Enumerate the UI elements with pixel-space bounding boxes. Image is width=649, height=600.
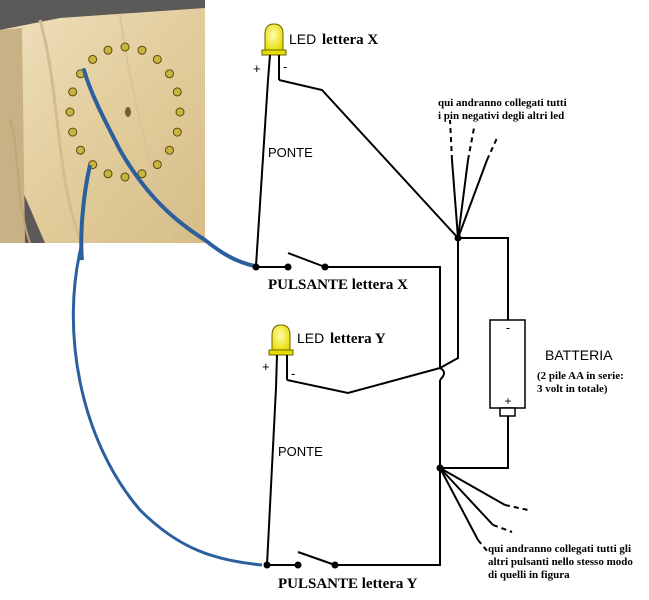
led-x-minus: - (283, 59, 287, 74)
led-x (261, 23, 287, 81)
battery: - + (489, 319, 526, 417)
led-y (268, 324, 294, 389)
photo-led-bulb (120, 42, 130, 52)
batteria-label: BATTERIA (545, 347, 613, 363)
junction-dots (252, 234, 462, 569)
photo-led-bulb (68, 127, 78, 137)
note-pulsanti-line3: di quelli in figura (488, 569, 570, 581)
photo-led-bulb (120, 172, 130, 182)
pulsante-x-label: PULSANTE lettera X (268, 277, 408, 293)
note-negativi-line1: qui andranno collegati tutti (438, 97, 567, 109)
ponte-y-label: PONTE (278, 444, 323, 459)
note-negativi-line2: i pin negativi degli altri led (438, 110, 564, 122)
led-y-plus: + (262, 359, 270, 374)
led-ring (65, 42, 185, 182)
blue-wire-bottom (71, 242, 263, 567)
circuit-wires (255, 79, 509, 566)
led-y-prefix: LED (297, 330, 324, 346)
battery-plus-label: + (504, 394, 511, 408)
dashed-extensions (449, 119, 529, 553)
photo-led-bulb (152, 160, 162, 170)
blue-wire-top (82, 68, 257, 268)
photo-led-bulb (152, 54, 162, 64)
photo-led-bulb (68, 87, 78, 97)
photo-led-bulb (172, 127, 182, 137)
photo-led-bulb (65, 107, 75, 117)
photo-led-bulb (165, 69, 174, 79)
blue-wire-photo (79, 164, 92, 261)
photo-led-bulb (88, 54, 98, 64)
led-x-plus: + (253, 61, 261, 76)
photo-led-bulb (175, 107, 185, 117)
photo-led-bulb (165, 145, 174, 155)
photo-led-bulb (76, 145, 85, 155)
photo-led-bulb (172, 87, 182, 97)
pulsante-y-label: PULSANTE lettera Y (278, 576, 418, 592)
ponte-x-label: PONTE (268, 145, 313, 160)
photo-led-bulb (103, 169, 113, 179)
photo-led-bulb (137, 45, 147, 55)
photo-led-bulb (137, 169, 147, 179)
led-y-name: lettera Y (330, 331, 386, 347)
photo-led-bulb (103, 45, 113, 55)
batteria-note-line1: (2 pile AA in serie: (537, 370, 624, 382)
batteria-note-line2: 3 volt in totale) (537, 383, 608, 395)
led-x-name: lettera X (322, 32, 378, 48)
led-y-minus: - (291, 366, 295, 381)
note-pulsanti-line2: altri pulsanti nello stesso modo (488, 556, 633, 568)
battery-minus-label: - (506, 320, 510, 335)
wood-panel-photo (0, 0, 257, 268)
led-x-prefix: LED (289, 31, 316, 47)
note-pulsanti-line1: qui andranno collegati tutti gli (488, 543, 631, 555)
